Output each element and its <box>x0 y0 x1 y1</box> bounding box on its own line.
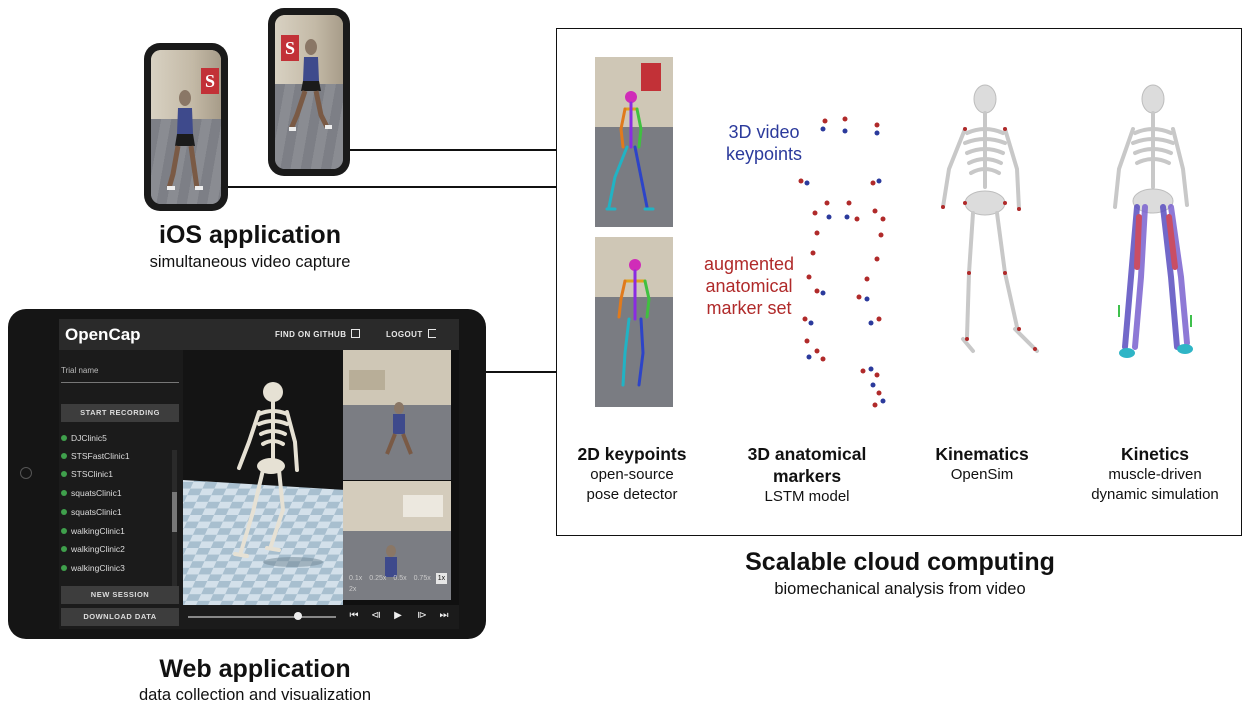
app-header: OpenCap FIND ON GITHUB LOGOUT <box>59 319 459 350</box>
playback-speed-selector: 0.1x 0.25x 0.5x 0.75x 1x 2x <box>347 573 459 593</box>
session-item[interactable]: STSClinic1 <box>61 468 113 480</box>
speed-option[interactable]: 0.25x <box>369 575 387 582</box>
status-dot <box>61 471 67 477</box>
walking-person <box>288 39 332 131</box>
ios-title: iOS application <box>159 221 341 249</box>
status-dot <box>61 490 67 496</box>
marker-dots <box>798 116 886 408</box>
playback-bar: ⏮ ⧏ ▶ ⧐ ⏭ <box>183 605 459 629</box>
label-3d-video-keypoints: 3D video keypoints <box>725 122 803 164</box>
speed-option[interactable]: 0.1x <box>349 575 363 582</box>
skeleton-figure <box>233 382 299 558</box>
logout-icon <box>427 329 436 338</box>
phone-video-left: S <box>151 50 221 204</box>
github-link[interactable]: FIND ON GITHUB <box>275 329 361 339</box>
col-kinematics-title: Kinematics <box>935 444 1029 464</box>
external-link-icon <box>351 329 361 338</box>
session-item[interactable]: walkingClinic2 <box>61 543 125 555</box>
col-kinetics-sub2: dynamic simulation <box>1091 486 1219 503</box>
download-data-button[interactable]: DOWNLOAD DATA <box>61 608 179 626</box>
col-kinetics-title: Kinetics <box>1120 444 1190 464</box>
col-3d-markers-title2: markers <box>772 466 842 486</box>
skip-end-icon[interactable]: ⏭ <box>439 610 449 621</box>
play-icon[interactable]: ▶ <box>394 610 402 621</box>
speed-option[interactable]: 2x <box>349 586 357 593</box>
camera-video-2[interactable] <box>343 481 451 600</box>
status-dot <box>61 565 67 571</box>
ipad-device: OpenCap FIND ON GITHUB LOGOUT Trial name… <box>8 309 486 639</box>
session-item[interactable]: squatsClinic1 <box>61 506 122 518</box>
pose-overlay <box>617 259 651 387</box>
col-kinematics-sub1: OpenSim <box>950 466 1014 483</box>
trial-name-input[interactable]: Trial name <box>61 366 179 383</box>
session-scrollbar-thumb[interactable] <box>172 492 177 532</box>
status-dot <box>61 453 67 459</box>
col-3d-markers-sub1: LSTM model <box>764 488 850 505</box>
cloud-subtitle: biomechanical analysis from video <box>774 580 1026 598</box>
step-forward-icon[interactable]: ⧐ <box>417 610 427 621</box>
cloud-title: Scalable cloud computing <box>745 548 1055 576</box>
connector-tablet-panel <box>486 371 556 373</box>
status-dot <box>61 509 67 515</box>
kinetics-skeleton <box>1113 84 1193 358</box>
col-2d-keypoints-sub2: pose detector <box>586 486 678 503</box>
stanford-logo: S <box>201 68 219 94</box>
camera-video-1[interactable] <box>343 350 451 480</box>
start-recording-button[interactable]: START RECORDING <box>61 404 179 422</box>
github-link-label: FIND ON GITHUB <box>275 330 347 339</box>
speed-option-selected[interactable]: 1x <box>435 573 448 584</box>
phone-video-right: S <box>275 15 343 169</box>
speed-option[interactable]: 0.75x <box>413 575 431 582</box>
session-item[interactable]: walkingClinic1 <box>61 525 125 537</box>
pose-overlay <box>605 91 655 211</box>
session-item[interactable]: squatsClinic1 <box>61 487 122 499</box>
skeleton-scene <box>183 382 346 605</box>
col-2d-keypoints-title: 2D keypoints <box>577 444 687 464</box>
timeline-slider[interactable] <box>188 616 336 618</box>
connector-phone1-panel <box>226 186 556 188</box>
kinematics-skeleton <box>941 84 1039 353</box>
walking-person <box>166 90 203 190</box>
status-dot <box>61 546 67 552</box>
logout-link[interactable]: LOGOUT <box>386 329 436 339</box>
marker-cloud <box>798 116 886 408</box>
iphone-right: S <box>268 8 350 176</box>
session-item[interactable]: DJClinic5 <box>61 432 107 444</box>
session-item[interactable]: walkingClinic3 <box>61 562 125 574</box>
ios-subtitle: simultaneous video capture <box>149 253 351 271</box>
opencap-web-app: OpenCap FIND ON GITHUB LOGOUT Trial name… <box>59 319 459 629</box>
status-dot <box>61 528 67 534</box>
app-logo[interactable]: OpenCap <box>65 325 141 344</box>
stanford-logo: S <box>281 35 299 61</box>
speed-option[interactable]: 0.5x <box>393 575 407 582</box>
keypoints-image-top <box>595 57 673 227</box>
3d-skeleton-viewer[interactable] <box>183 350 346 605</box>
col-3d-markers-title1: 3D anatomical <box>747 444 867 464</box>
iphone-left: S <box>144 43 228 211</box>
col-2d-keypoints-sub1: open-source <box>590 466 674 483</box>
keypoints-image-bottom <box>595 237 673 407</box>
tablet-camera <box>20 467 32 479</box>
status-dot <box>61 435 67 441</box>
web-subtitle: data collection and visualization <box>138 686 372 704</box>
connector-phone2-panel <box>350 149 556 151</box>
step-back-icon[interactable]: ⧏ <box>371 610 381 621</box>
timeline-slider-knob[interactable] <box>293 612 302 620</box>
label-augmented-markers: augmented anatomical marker set <box>703 254 795 318</box>
cloud-pipeline-panel: 3D video keypoints augmented anatomical … <box>556 28 1242 536</box>
web-title: Web application <box>159 655 351 683</box>
col-kinetics-sub1: muscle-driven <box>1108 466 1202 483</box>
session-sidebar: Trial name START RECORDING DJClinic5 STS… <box>59 350 183 629</box>
session-item[interactable]: STSFastClinic1 <box>61 450 130 462</box>
skip-start-icon[interactable]: ⏮ <box>349 610 359 621</box>
new-session-button[interactable]: NEW SESSION <box>61 586 179 604</box>
camera-video-panel <box>343 350 459 605</box>
logout-link-label: LOGOUT <box>386 330 423 339</box>
